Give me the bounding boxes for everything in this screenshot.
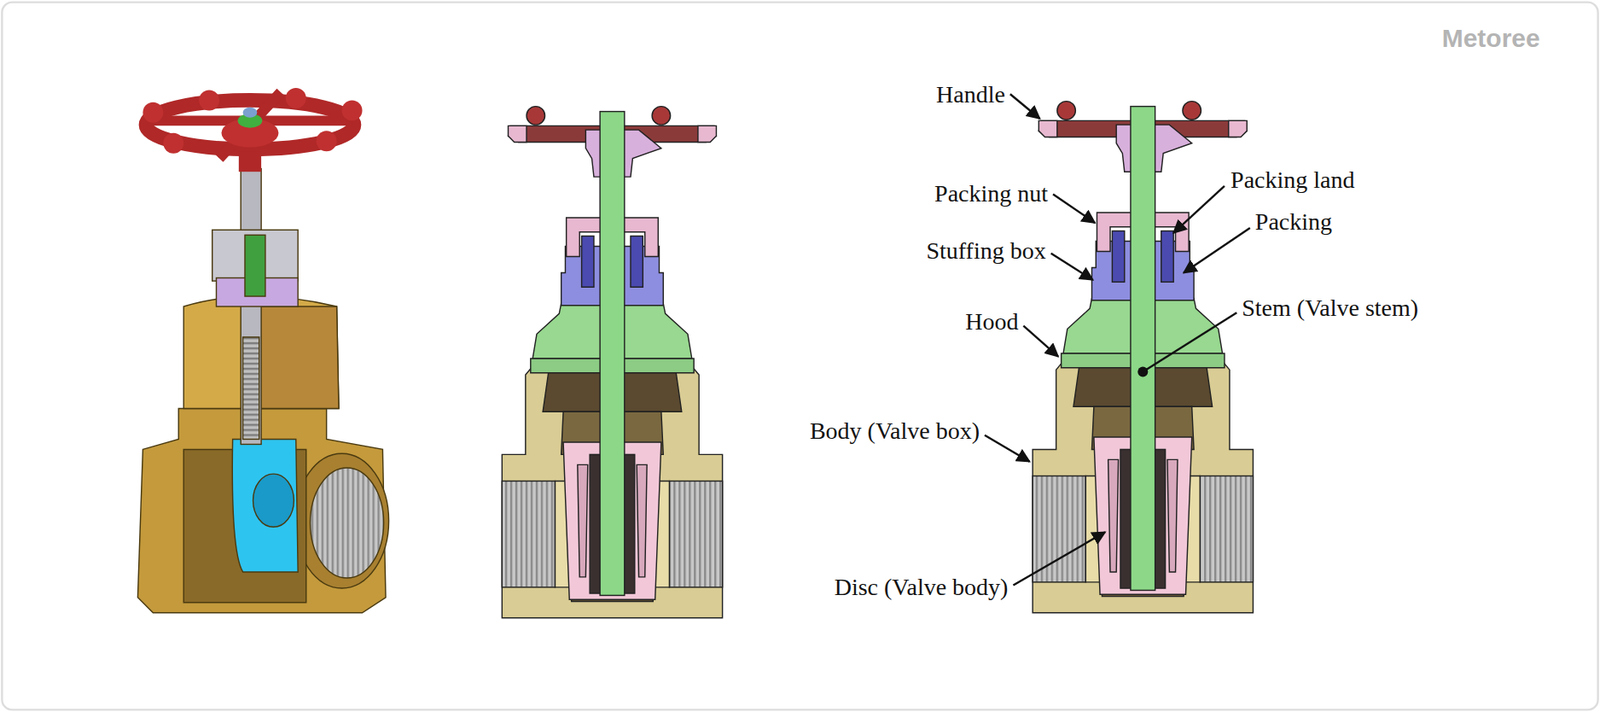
part-label-box: Disc (Valve body) [834, 574, 1009, 601]
part-label: Disc (Valve body) [834, 573, 1009, 600]
part-label: Stuffing box [925, 237, 1046, 264]
part-label: Body (Valve box) [809, 417, 980, 444]
watermark: Metoree [1442, 23, 1541, 53]
part-label-box: Packing land [1230, 167, 1355, 194]
part-label: Stem (Valve stem) [1241, 294, 1419, 321]
part-label-box: Body (Valve box) [809, 418, 980, 445]
part-label-box: Packing nut [934, 180, 1048, 208]
part-label-box: Handle [936, 81, 1006, 109]
part-label-box: Hood [965, 308, 1019, 336]
part-label-box: Packing [1255, 209, 1333, 236]
watermark-box: Metoree [1442, 23, 1541, 53]
part-label: Packing nut [934, 180, 1048, 207]
part-label-box: Stem (Valve stem) [1241, 295, 1419, 322]
leader-lines [984, 93, 1251, 585]
part-label: Hood [965, 308, 1019, 335]
part-label-box: Stuffing box [925, 238, 1046, 265]
leader-dot [1137, 366, 1148, 378]
part-label: Handle [936, 81, 1006, 108]
part-label: Packing land [1230, 166, 1355, 193]
part-label: Packing [1255, 208, 1333, 235]
